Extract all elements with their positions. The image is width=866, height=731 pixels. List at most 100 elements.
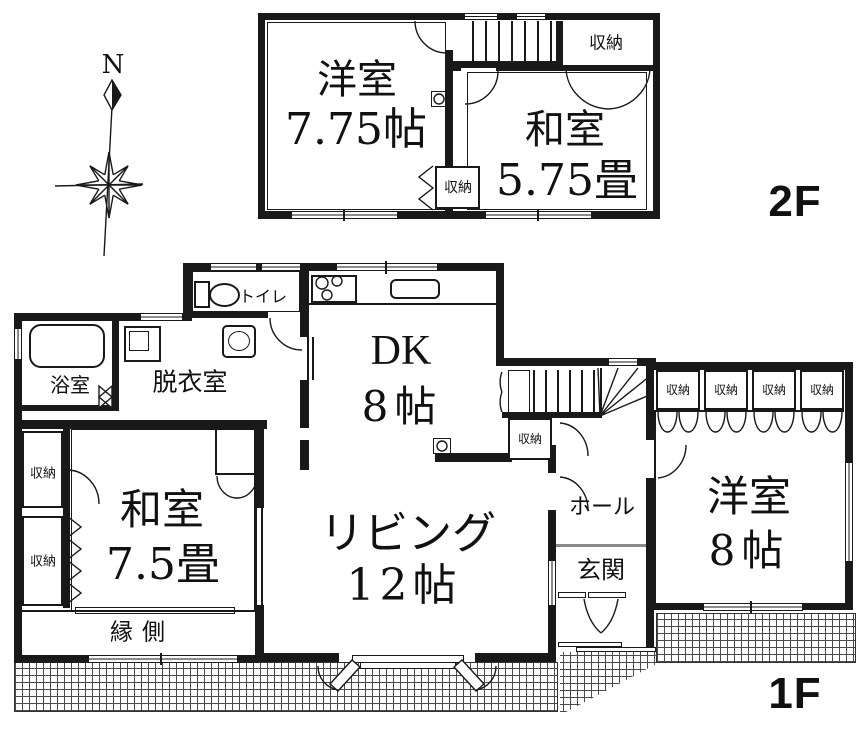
room-label-1f-western: 洋室 [706, 472, 792, 521]
terrace-hatch-right [656, 613, 856, 663]
closet-label: 収納 [444, 180, 472, 196]
entrance-step [558, 592, 586, 598]
window-tick [343, 209, 345, 221]
sliding-door [312, 337, 314, 380]
wall [14, 313, 192, 321]
toilet-tank [194, 281, 210, 308]
closet-box [22, 516, 63, 606]
entrance-porch-hatch [560, 652, 658, 712]
room-label-entrance: 玄関 [577, 556, 625, 584]
room-label-living: リビング [320, 508, 496, 559]
wall [14, 313, 22, 662]
window [464, 13, 498, 20]
compass-rose [54, 78, 144, 257]
room-label-dressing: 脱衣室 [152, 367, 228, 397]
stair-tread [485, 21, 487, 61]
room-label-veranda: 縁側 [110, 619, 174, 646]
room-size-dk: 8帖 [361, 382, 443, 431]
bifold-door [801, 411, 843, 433]
entrance-door-sill [576, 647, 656, 652]
compass-north-label: N [101, 50, 125, 80]
wall [646, 478, 654, 652]
closet-box [508, 418, 552, 460]
fixture-box [433, 438, 451, 454]
entrance-door [583, 598, 619, 634]
window [703, 603, 803, 611]
window [336, 263, 438, 271]
wall [14, 405, 119, 411]
veranda-line [22, 610, 257, 612]
room-size-living: 12帖 [346, 560, 462, 611]
stair-tread [550, 21, 552, 61]
kitchen-counter-line [309, 303, 499, 305]
stair-tread [533, 370, 535, 414]
wall [556, 21, 563, 67]
wall [646, 366, 654, 440]
wall [496, 358, 656, 366]
closet-label: 収納 [517, 432, 543, 446]
sliding-door [255, 508, 257, 605]
room-label-toilet: トイレ [238, 287, 288, 306]
room-label-dk: DK [370, 328, 432, 374]
sliding-door [307, 337, 309, 380]
hall-entrance-divider [556, 544, 646, 547]
window-tick [160, 653, 162, 665]
closet-box [656, 370, 700, 410]
window [88, 655, 238, 663]
wall [258, 211, 660, 219]
room-size-1f-western: 8帖 [708, 526, 790, 575]
wall [451, 65, 461, 71]
wall [496, 263, 504, 366]
wall [300, 380, 309, 428]
door-arc [269, 317, 303, 351]
wall [445, 50, 453, 211]
wall [451, 61, 563, 68]
stair-tread [524, 21, 526, 61]
room-size-2f-japanese: 5.75畳 [496, 155, 638, 206]
entrance-door-sill [558, 642, 622, 647]
wall [255, 420, 264, 508]
wall [258, 13, 265, 219]
wall [653, 13, 660, 219]
kitchen-sink [390, 279, 440, 299]
wall [112, 321, 119, 407]
closet-box [22, 431, 63, 508]
window [210, 263, 257, 271]
closet-label: 収納 [809, 383, 835, 397]
closet-box [435, 166, 480, 209]
door-arc [559, 422, 589, 457]
wall [255, 653, 339, 662]
wall [63, 428, 70, 608]
bifold-door [657, 411, 699, 433]
closet-box [704, 370, 748, 410]
closet-label: 収納 [589, 33, 623, 54]
window-tick [537, 209, 539, 221]
closet-label: 収納 [665, 383, 691, 397]
room-line [654, 410, 656, 604]
room-label-2f-japanese: 和室 [525, 107, 605, 153]
wall [183, 263, 192, 319]
closet-label: 収納 [29, 554, 57, 570]
stair-tread [593, 370, 595, 414]
window [608, 358, 638, 366]
closet-label: 収納 [761, 383, 787, 397]
closet-box [752, 370, 796, 410]
window-tick [750, 601, 752, 613]
wall [548, 445, 556, 473]
room-size-1f-japanese: 7.5畳 [106, 539, 220, 590]
closet-rail [656, 410, 844, 412]
closet-label: 収納 [713, 383, 739, 397]
wall [435, 453, 512, 462]
wall [502, 412, 602, 418]
room-outline [192, 271, 300, 312]
wall [258, 13, 660, 20]
stair-tread [600, 368, 602, 416]
floor-tag-1f: 1F [768, 669, 822, 718]
window [516, 13, 546, 20]
stair-tread [569, 370, 571, 414]
stair-tread [537, 21, 539, 61]
wall [300, 271, 309, 337]
wall [14, 420, 267, 429]
wall [300, 440, 309, 470]
window [140, 313, 183, 321]
